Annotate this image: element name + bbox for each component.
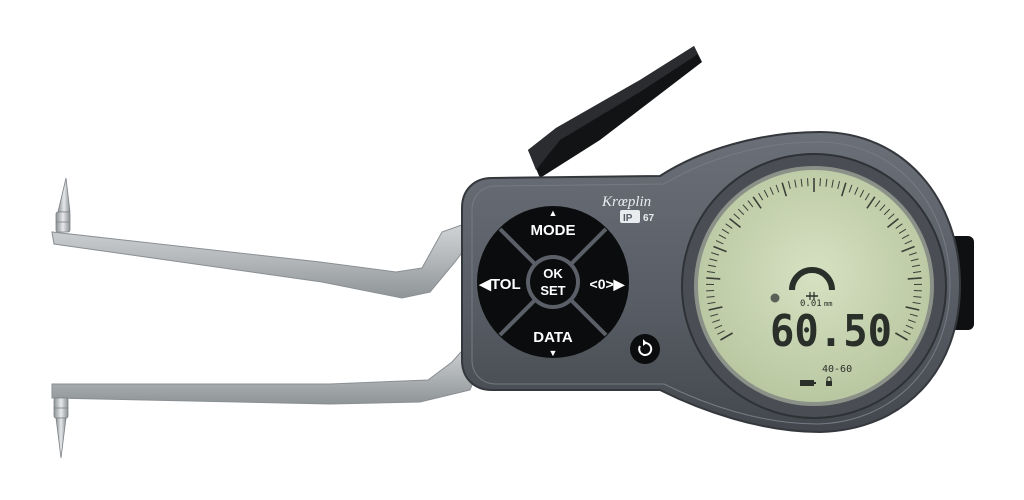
- scale-tick: [781, 182, 788, 197]
- scale-tick: [825, 178, 828, 187]
- scale-tick: [720, 332, 733, 341]
- scale-tick: [714, 324, 723, 329]
- lock-icon: [826, 376, 832, 386]
- measurement-reading: 60.50: [770, 306, 892, 357]
- scale-tick: [733, 213, 741, 220]
- resolution-value: 0.01: [800, 299, 822, 309]
- svg-text:IP: IP: [623, 213, 633, 224]
- scale-tick: [912, 301, 921, 305]
- scale-tick: [887, 213, 895, 220]
- svg-text:DATA: DATA: [533, 329, 573, 346]
- svg-text:▲: ▲: [549, 208, 558, 218]
- scale-tick: [737, 208, 745, 216]
- scale-tick: [912, 264, 921, 268]
- ip-rating-badge: IP 67: [620, 210, 655, 224]
- upper-jaw: [51, 221, 471, 299]
- scale-tick: [715, 240, 724, 245]
- lower-measuring-tip: [53, 397, 69, 459]
- scale-tick: [883, 208, 891, 216]
- scale-tick: [718, 234, 727, 240]
- scale-tick: [712, 319, 721, 323]
- reset-icon: [638, 339, 653, 356]
- scale-tick: [709, 258, 718, 262]
- scale-tick: [864, 193, 870, 201]
- scale-tick: [879, 204, 886, 212]
- scale-tick: [729, 218, 742, 229]
- scale-tick: [763, 189, 769, 198]
- svg-text:OK: OK: [543, 266, 563, 281]
- scale-tick: [913, 271, 922, 274]
- scale-tick: [831, 179, 834, 188]
- scale-tick: [874, 200, 881, 208]
- scale-tick: [721, 228, 730, 234]
- scale-tick: [905, 306, 920, 311]
- scale-tick: [706, 295, 715, 298]
- scale-tick: [895, 332, 908, 341]
- scale-tick: [742, 204, 749, 212]
- tol-button[interactable]: ◀TOL: [478, 276, 520, 293]
- range-indicator: 40-60: [822, 364, 852, 375]
- svg-text:MODE: MODE: [531, 222, 576, 239]
- scale-tick: [901, 245, 915, 253]
- svg-text:SET: SET: [540, 283, 565, 298]
- resolution-unit: mm: [824, 300, 832, 308]
- scale-tick: [848, 184, 853, 193]
- scale-tick: [895, 223, 903, 229]
- scale-tick: [800, 178, 803, 187]
- scale-tick: [908, 252, 917, 256]
- scale-tick: [909, 313, 918, 317]
- data-button[interactable]: DATA ▼: [533, 329, 573, 358]
- scale-tick: [907, 319, 916, 323]
- svg-text:67: 67: [643, 213, 655, 224]
- scale-tick: [713, 245, 727, 253]
- scale-tick: [901, 234, 910, 240]
- scale-tick: [725, 223, 733, 229]
- thumb-lever[interactable]: [528, 46, 702, 178]
- scale-tick: [837, 180, 841, 189]
- scale-tick: [708, 306, 723, 311]
- scale-tick: [913, 295, 922, 298]
- scale-tick: [859, 189, 865, 198]
- power-reset-button[interactable]: [630, 334, 660, 364]
- scale-tick: [769, 187, 774, 195]
- scale-tick: [866, 196, 876, 209]
- svg-text:<0>▶: <0>▶: [590, 276, 626, 292]
- lower-jaw: [51, 341, 483, 405]
- svg-text:◀TOL: ◀TOL: [478, 276, 520, 293]
- scale-tick: [787, 180, 791, 189]
- ok-set-button[interactable]: OK SET: [530, 259, 576, 305]
- mode-button[interactable]: ▲ MODE: [531, 208, 576, 239]
- gauge-arc-symbol: [789, 267, 835, 300]
- scale-tick: [904, 240, 913, 245]
- scale-tick: [794, 179, 797, 188]
- scale-tick: [710, 313, 719, 317]
- scale-tick: [711, 252, 720, 256]
- scale-tick: [747, 200, 754, 208]
- battery-icon: [800, 380, 816, 386]
- scale-tick: [910, 258, 919, 262]
- scale-tick: [706, 277, 721, 280]
- scale-tick: [707, 301, 716, 305]
- scale-tick: [886, 218, 899, 229]
- zero-button[interactable]: <0>▶: [590, 276, 626, 292]
- scale-tick: [775, 184, 780, 193]
- scale-tick: [840, 182, 847, 197]
- scale-tick: [717, 330, 725, 335]
- analog-scale-ticks: [706, 178, 922, 341]
- scale-tick: [907, 277, 922, 280]
- scale-tick: [903, 330, 911, 335]
- lcd-display: [698, 170, 930, 402]
- upper-measuring-tip: [55, 177, 71, 233]
- scale-tick: [758, 193, 764, 201]
- scale-tick: [898, 228, 907, 234]
- brand-logo-text: Krœplin: [601, 194, 651, 210]
- svg-text:▼: ▼: [549, 348, 558, 358]
- scale-tick: [706, 271, 715, 274]
- scale-tick: [752, 196, 762, 209]
- scale-tick: [707, 264, 716, 268]
- scale-tick: [905, 324, 914, 329]
- scale-tick: [854, 187, 859, 195]
- status-dot-icon: [770, 293, 780, 303]
